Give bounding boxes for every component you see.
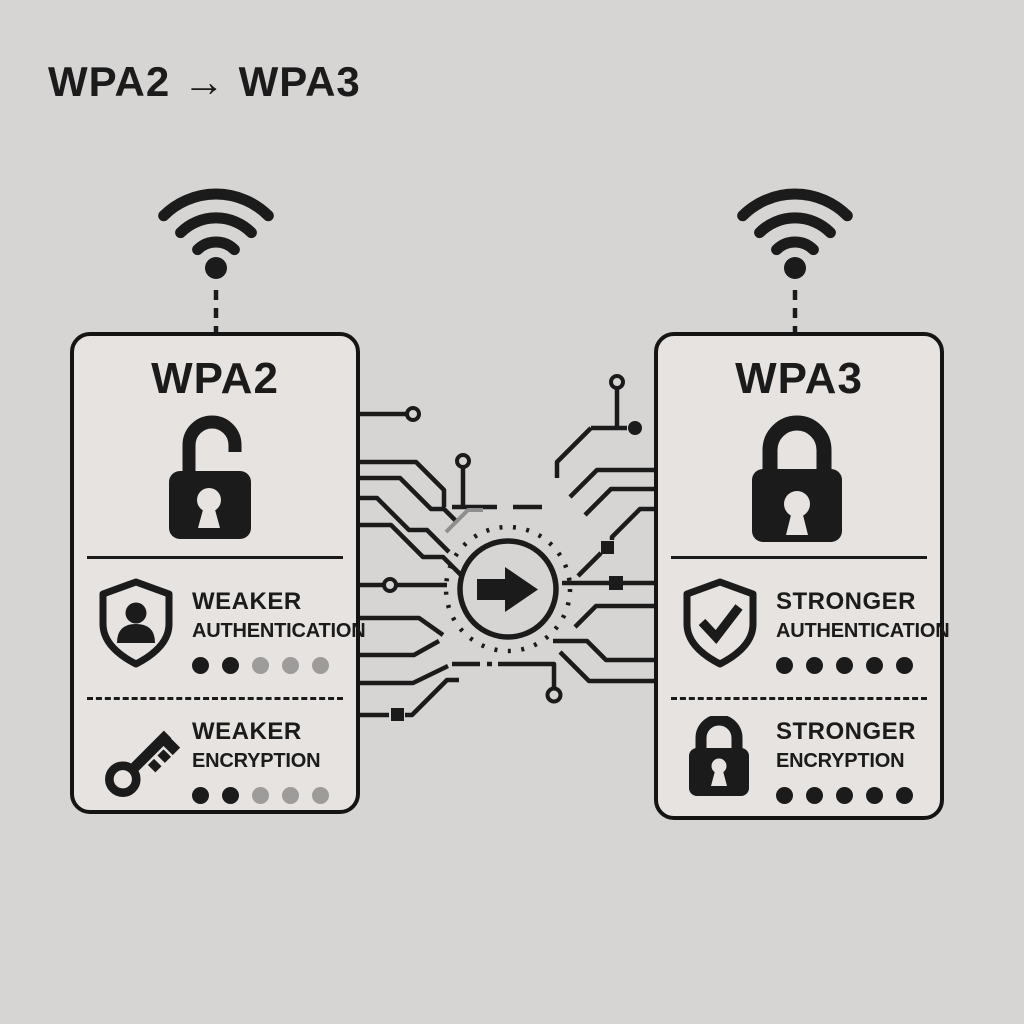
locked-padlock-icon — [752, 415, 842, 542]
divider — [87, 556, 343, 559]
strength-dot — [282, 787, 299, 804]
feature-line2: ENCRYPTION — [192, 750, 321, 772]
feature-line1: STRONGER — [776, 718, 917, 745]
strength-dot — [836, 787, 853, 804]
strength-dots — [776, 787, 932, 805]
strength-dot — [806, 787, 823, 804]
circuit-square-node — [391, 708, 404, 721]
feature-stronger-authentication: STRONGER AUTHENTICATION — [776, 588, 950, 675]
strength-dot — [806, 657, 823, 674]
feature-line2: ENCRYPTION — [776, 750, 905, 772]
strength-dot — [252, 657, 269, 674]
right-arrow-icon — [477, 567, 538, 612]
feature-line2: AUTHENTICATION — [776, 620, 950, 642]
divider — [671, 556, 927, 559]
strength-dot — [896, 657, 913, 674]
strength-dot — [222, 787, 239, 804]
circuit-circle-node — [455, 453, 471, 469]
small-padlock-icon — [689, 716, 749, 796]
circuit-right-traces — [553, 374, 654, 684]
circuit-left-traces — [358, 406, 563, 721]
unlocked-padlock-icon — [169, 415, 251, 539]
wifi-icon — [158, 188, 274, 279]
circuit-square-node — [601, 541, 614, 554]
strength-dot — [312, 657, 329, 674]
feature-line1: STRONGER — [776, 588, 917, 615]
page-title: WPA2 → WPA3 — [48, 58, 361, 105]
strength-dot — [836, 657, 853, 674]
strength-dots — [776, 657, 932, 675]
wpa2-card: WPA2 WEAKER AUTHENTICATION WEAKER ENCRYP… — [70, 332, 366, 814]
strength-dot — [222, 657, 239, 674]
circuit-square-node — [609, 576, 623, 590]
circuit-circle-node — [545, 686, 563, 704]
strength-dot — [192, 787, 209, 804]
center-node — [443, 524, 573, 654]
strength-dot — [192, 657, 209, 674]
dashed-divider — [87, 697, 343, 700]
circuit-circle-node — [382, 577, 398, 593]
strength-dot — [866, 787, 883, 804]
feature-stronger-encryption: STRONGER ENCRYPTION — [776, 718, 932, 805]
feature-line1: WEAKER — [192, 718, 302, 745]
strength-dot — [776, 787, 793, 804]
strength-dot — [776, 657, 793, 674]
strength-dot — [312, 787, 329, 804]
feature-weaker-encryption: WEAKER ENCRYPTION — [192, 718, 348, 805]
strength-dots — [192, 657, 348, 675]
strength-dot — [282, 657, 299, 674]
card-title: WPA2 — [151, 354, 279, 403]
strength-dot — [252, 787, 269, 804]
wifi-icon — [737, 188, 853, 279]
feature-line2: AUTHENTICATION — [192, 620, 366, 642]
shield-user-icon — [99, 578, 173, 668]
wpa3-card: WPA3 STRONGER AUTHENTICATION STRONGER EN… — [654, 332, 950, 820]
strength-dots — [192, 787, 348, 805]
circuit-circle-node — [609, 374, 625, 390]
feature-line1: WEAKER — [192, 588, 302, 615]
key-icon — [105, 730, 181, 797]
circuit-dot-node — [628, 421, 642, 435]
strength-dot — [896, 787, 913, 804]
dashed-divider — [671, 697, 927, 700]
shield-check-icon — [683, 578, 757, 668]
circuit-circle-node — [405, 406, 421, 422]
strength-dot — [866, 657, 883, 674]
card-title: WPA3 — [735, 354, 863, 403]
feature-weaker-authentication: WEAKER AUTHENTICATION — [192, 588, 366, 675]
